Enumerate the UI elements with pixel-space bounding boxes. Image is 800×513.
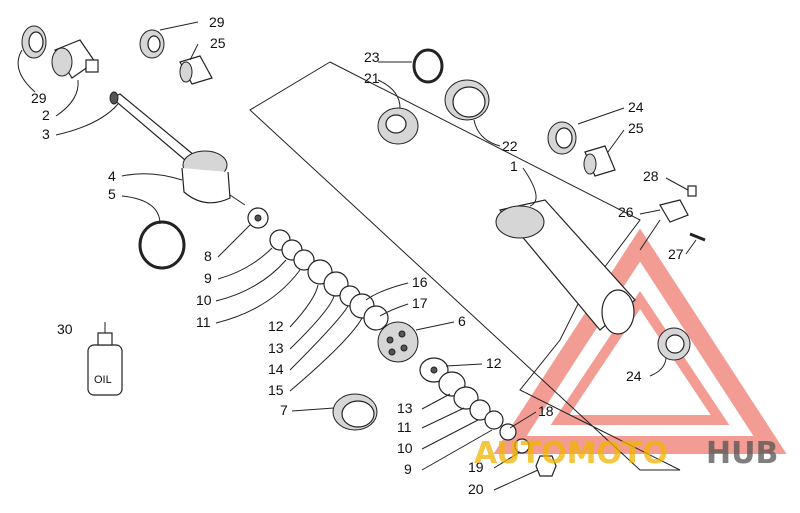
part-23-o-ring <box>412 48 444 84</box>
label-17: 17 <box>412 295 428 311</box>
label-27: 27 <box>668 246 684 262</box>
part-5-o-ring <box>138 220 186 270</box>
part-21-piston <box>377 107 419 145</box>
part-26-valve <box>639 199 689 251</box>
watermark-text: AUTOMOTO HUB <box>474 436 778 471</box>
label-13: 13 <box>397 400 413 416</box>
valve-stack-left <box>247 207 419 363</box>
label-24: 24 <box>628 99 644 115</box>
part-28-cap <box>687 185 697 197</box>
part-20-nut <box>535 455 557 477</box>
label-6: 6 <box>458 313 466 329</box>
label-18: 18 <box>538 403 554 419</box>
label-19: 19 <box>468 459 484 475</box>
part-22-band <box>444 79 490 121</box>
label-5: 5 <box>108 186 116 202</box>
label-10: 10 <box>397 440 413 456</box>
part-29-bushing-right <box>139 29 165 59</box>
watermark-logo <box>493 228 787 454</box>
label-2: 2 <box>42 107 50 123</box>
part-4-seal-head <box>181 150 246 206</box>
part-2-eye <box>51 39 99 79</box>
oil-text: OIL <box>94 374 112 386</box>
label-12: 12 <box>486 355 502 371</box>
part-25-sleeve-right <box>583 145 616 177</box>
assembly-outline <box>249 61 681 471</box>
valve-stack-right <box>419 357 557 477</box>
part-30-oil-bottle <box>87 322 123 396</box>
label-29: 29 <box>209 14 225 30</box>
part-3-piston-rod <box>109 91 201 167</box>
label-25: 25 <box>628 120 644 136</box>
label-11: 11 <box>196 314 211 330</box>
part-labels: 29 25 29 2 3 4 5 8 9 10 11 12 13 14 15 1… <box>31 14 684 497</box>
part-27-pin <box>689 232 706 242</box>
label-26: 26 <box>618 204 634 220</box>
part-24-bushing-top <box>547 121 577 155</box>
label-10: 10 <box>196 292 212 308</box>
part-29-bushing-left <box>21 25 47 59</box>
leader-lines <box>17 21 697 491</box>
label-23: 23 <box>364 49 380 65</box>
part-24-bushing-bottom <box>657 327 691 361</box>
label-4: 4 <box>108 168 116 184</box>
label-25: 25 <box>210 35 226 51</box>
label-21: 21 <box>364 70 380 86</box>
label-1: 1 <box>510 158 518 174</box>
label-28: 28 <box>643 168 659 184</box>
label-9: 9 <box>404 461 412 477</box>
part-25-sleeve-left <box>179 55 213 85</box>
part-1-body <box>495 199 636 335</box>
label-12: 12 <box>268 318 284 334</box>
label-14: 14 <box>268 361 284 377</box>
label-11: 11 <box>397 419 412 435</box>
part-7-band <box>332 393 378 431</box>
label-8: 8 <box>204 248 212 264</box>
label-3: 3 <box>42 126 50 142</box>
label-20: 20 <box>468 481 484 497</box>
label-13: 13 <box>268 340 284 356</box>
watermark-hub: HUB <box>706 436 778 471</box>
label-30: 30 <box>57 321 73 337</box>
watermark-automoto: AUTOMOTO <box>474 436 668 471</box>
label-22: 22 <box>502 138 518 154</box>
label-24: 24 <box>626 368 642 384</box>
label-29: 29 <box>31 90 47 106</box>
label-7: 7 <box>280 402 288 418</box>
label-16: 16 <box>412 274 428 290</box>
label-9: 9 <box>204 270 212 286</box>
label-15: 15 <box>268 382 284 398</box>
